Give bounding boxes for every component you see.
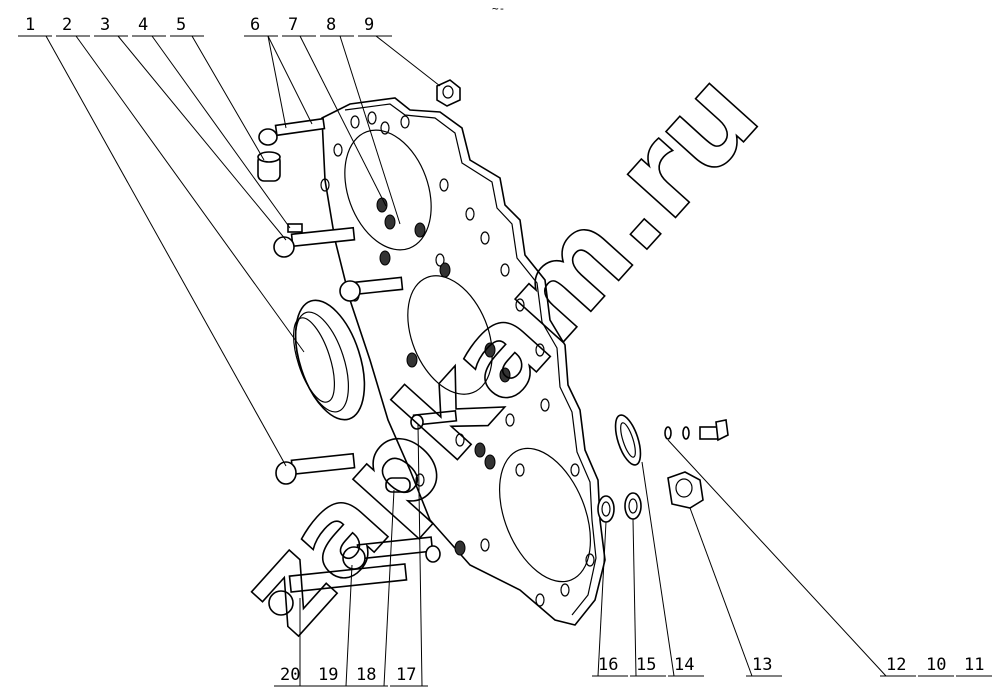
middle-opening	[407, 275, 493, 395]
ring-15	[624, 492, 642, 520]
dowel-18	[385, 477, 411, 493]
callout-7: 7	[282, 15, 387, 207]
svg-text:9: 9	[364, 15, 374, 35]
gasket-14	[614, 414, 642, 466]
top-mark: ~-	[492, 2, 505, 15]
callout-4: 4	[132, 15, 291, 229]
svg-text:18: 18	[356, 665, 376, 685]
upper-opening	[344, 129, 432, 251]
svg-text:3: 3	[100, 15, 110, 35]
callout-12: 12	[667, 439, 916, 677]
svg-text:13: 13	[752, 655, 772, 675]
svg-text:4: 4	[138, 15, 148, 35]
svg-text:5: 5	[176, 15, 186, 35]
svg-text:20: 20	[280, 665, 300, 685]
plate-bolt-holes	[320, 111, 595, 607]
nut-9	[436, 79, 461, 107]
svg-text:6: 6	[250, 15, 260, 35]
bolt-upper	[258, 117, 326, 146]
callout-16: 16	[592, 521, 628, 677]
dowel-17	[410, 409, 458, 430]
plate-studs	[376, 197, 511, 556]
callout-14: 14	[641, 461, 704, 677]
cover-plate	[320, 97, 606, 626]
svg-text:12: 12	[886, 655, 906, 675]
svg-text:19: 19	[318, 665, 338, 685]
callout-11: 11	[956, 655, 992, 677]
callout-1: 1	[18, 15, 287, 467]
bolt-long-3	[273, 223, 356, 258]
bushing	[257, 151, 281, 182]
callout-18: 18	[350, 489, 395, 687]
bolt-mid	[339, 276, 404, 302]
bolt-11	[699, 419, 729, 442]
callout-9: 9	[358, 15, 441, 87]
callout-13: 13	[689, 507, 782, 677]
svg-text:2: 2	[62, 15, 72, 35]
callout-8: 8	[320, 15, 401, 225]
callout-3: 3	[94, 15, 287, 241]
svg-text:15: 15	[636, 655, 656, 675]
bolt-1	[275, 452, 356, 485]
bolt-20	[268, 563, 408, 616]
callout-20: 20	[274, 598, 312, 687]
callout-19: 19	[312, 564, 353, 687]
lower-opening	[498, 447, 592, 583]
washer-16	[597, 495, 615, 523]
washer-12	[664, 426, 672, 440]
callout-10: 10	[918, 655, 954, 677]
callouts-top: 1 2 3 4 5 6 7	[18, 15, 441, 467]
callout-6: 6	[244, 15, 313, 129]
svg-text:10: 10	[926, 655, 946, 675]
bolt-19	[342, 536, 441, 570]
oil-seal	[292, 299, 366, 421]
callout-15: 15	[630, 518, 666, 677]
callout-2: 2	[56, 15, 305, 353]
washer-10	[682, 426, 690, 440]
callout-5: 5	[170, 15, 265, 161]
svg-text:7: 7	[288, 15, 298, 35]
callout-17: 17	[390, 424, 428, 687]
svg-text:1: 1	[25, 15, 35, 35]
cap-nut-13	[667, 471, 704, 509]
svg-text:16: 16	[598, 655, 618, 675]
svg-text:14: 14	[674, 655, 694, 675]
svg-text:11: 11	[964, 655, 984, 675]
callouts-bottom: 20 19 18 17 16 15 14	[274, 424, 992, 687]
svg-text:17: 17	[396, 665, 416, 685]
svg-text:8: 8	[326, 15, 336, 35]
